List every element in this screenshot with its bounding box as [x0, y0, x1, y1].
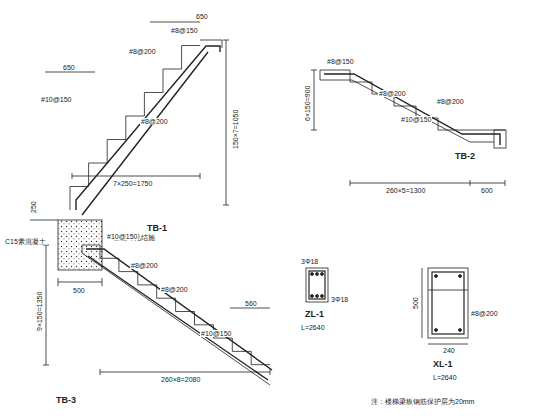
length-note: L=2640 [432, 374, 458, 381]
rebar-label: #8@200 [160, 286, 189, 293]
dimension: 260×5=1300 [385, 187, 426, 194]
dimension: 240 [442, 347, 456, 354]
dimension: 9×150=1350 [36, 291, 43, 332]
section-title: XL-1 [432, 360, 454, 369]
dimension: 6×150=900 [304, 85, 311, 122]
dimension: 500 [72, 287, 86, 294]
rebar-label: #10@150 [40, 96, 72, 103]
material-note: C15素混凝土 [4, 238, 47, 245]
rebar-label: #8@200 [140, 118, 169, 125]
length-note: L=2640 [300, 324, 326, 331]
rebar-label: #8@200 [130, 262, 159, 269]
rebar-label: #8@150 [326, 58, 355, 65]
rebar-label: #8@200 [378, 90, 407, 97]
dimension: 150×7=1050 [232, 109, 239, 150]
rebar-label: #10@150 [106, 233, 138, 240]
rebar-label: #10@150 [200, 330, 232, 337]
dimension: 7×250=1750 [112, 180, 153, 187]
dimension: 250 [30, 200, 37, 214]
drawing-title: TB-2 [454, 152, 476, 161]
dimension: 600 [480, 187, 494, 194]
stair-steps [100, 245, 270, 365]
rebar-label: 3Φ18 [300, 258, 319, 265]
rebar-label: #8@200 [436, 98, 465, 105]
stair-steps [70, 46, 200, 211]
dimension: 650 [62, 64, 76, 71]
general-note: 注：楼梯梁板钢筋保护层为20mm [370, 398, 475, 405]
rebar-label: 3Φ18 [330, 296, 349, 303]
section-title: ZL-1 [304, 310, 325, 319]
dimension: 560 [244, 300, 258, 307]
rebar-label: #10@150 [400, 116, 432, 123]
dimension: 650 [195, 13, 209, 20]
rebar-label: #8@150 [170, 27, 199, 34]
dimension: 500 [412, 296, 419, 310]
drawing-title: TB-3 [55, 396, 77, 405]
drawing-title: TB-1 [146, 224, 168, 233]
rebar-label: #8@200 [470, 310, 499, 317]
rebar-label: #8@200 [128, 48, 157, 55]
dimension: 260×8=2080 [160, 376, 201, 383]
